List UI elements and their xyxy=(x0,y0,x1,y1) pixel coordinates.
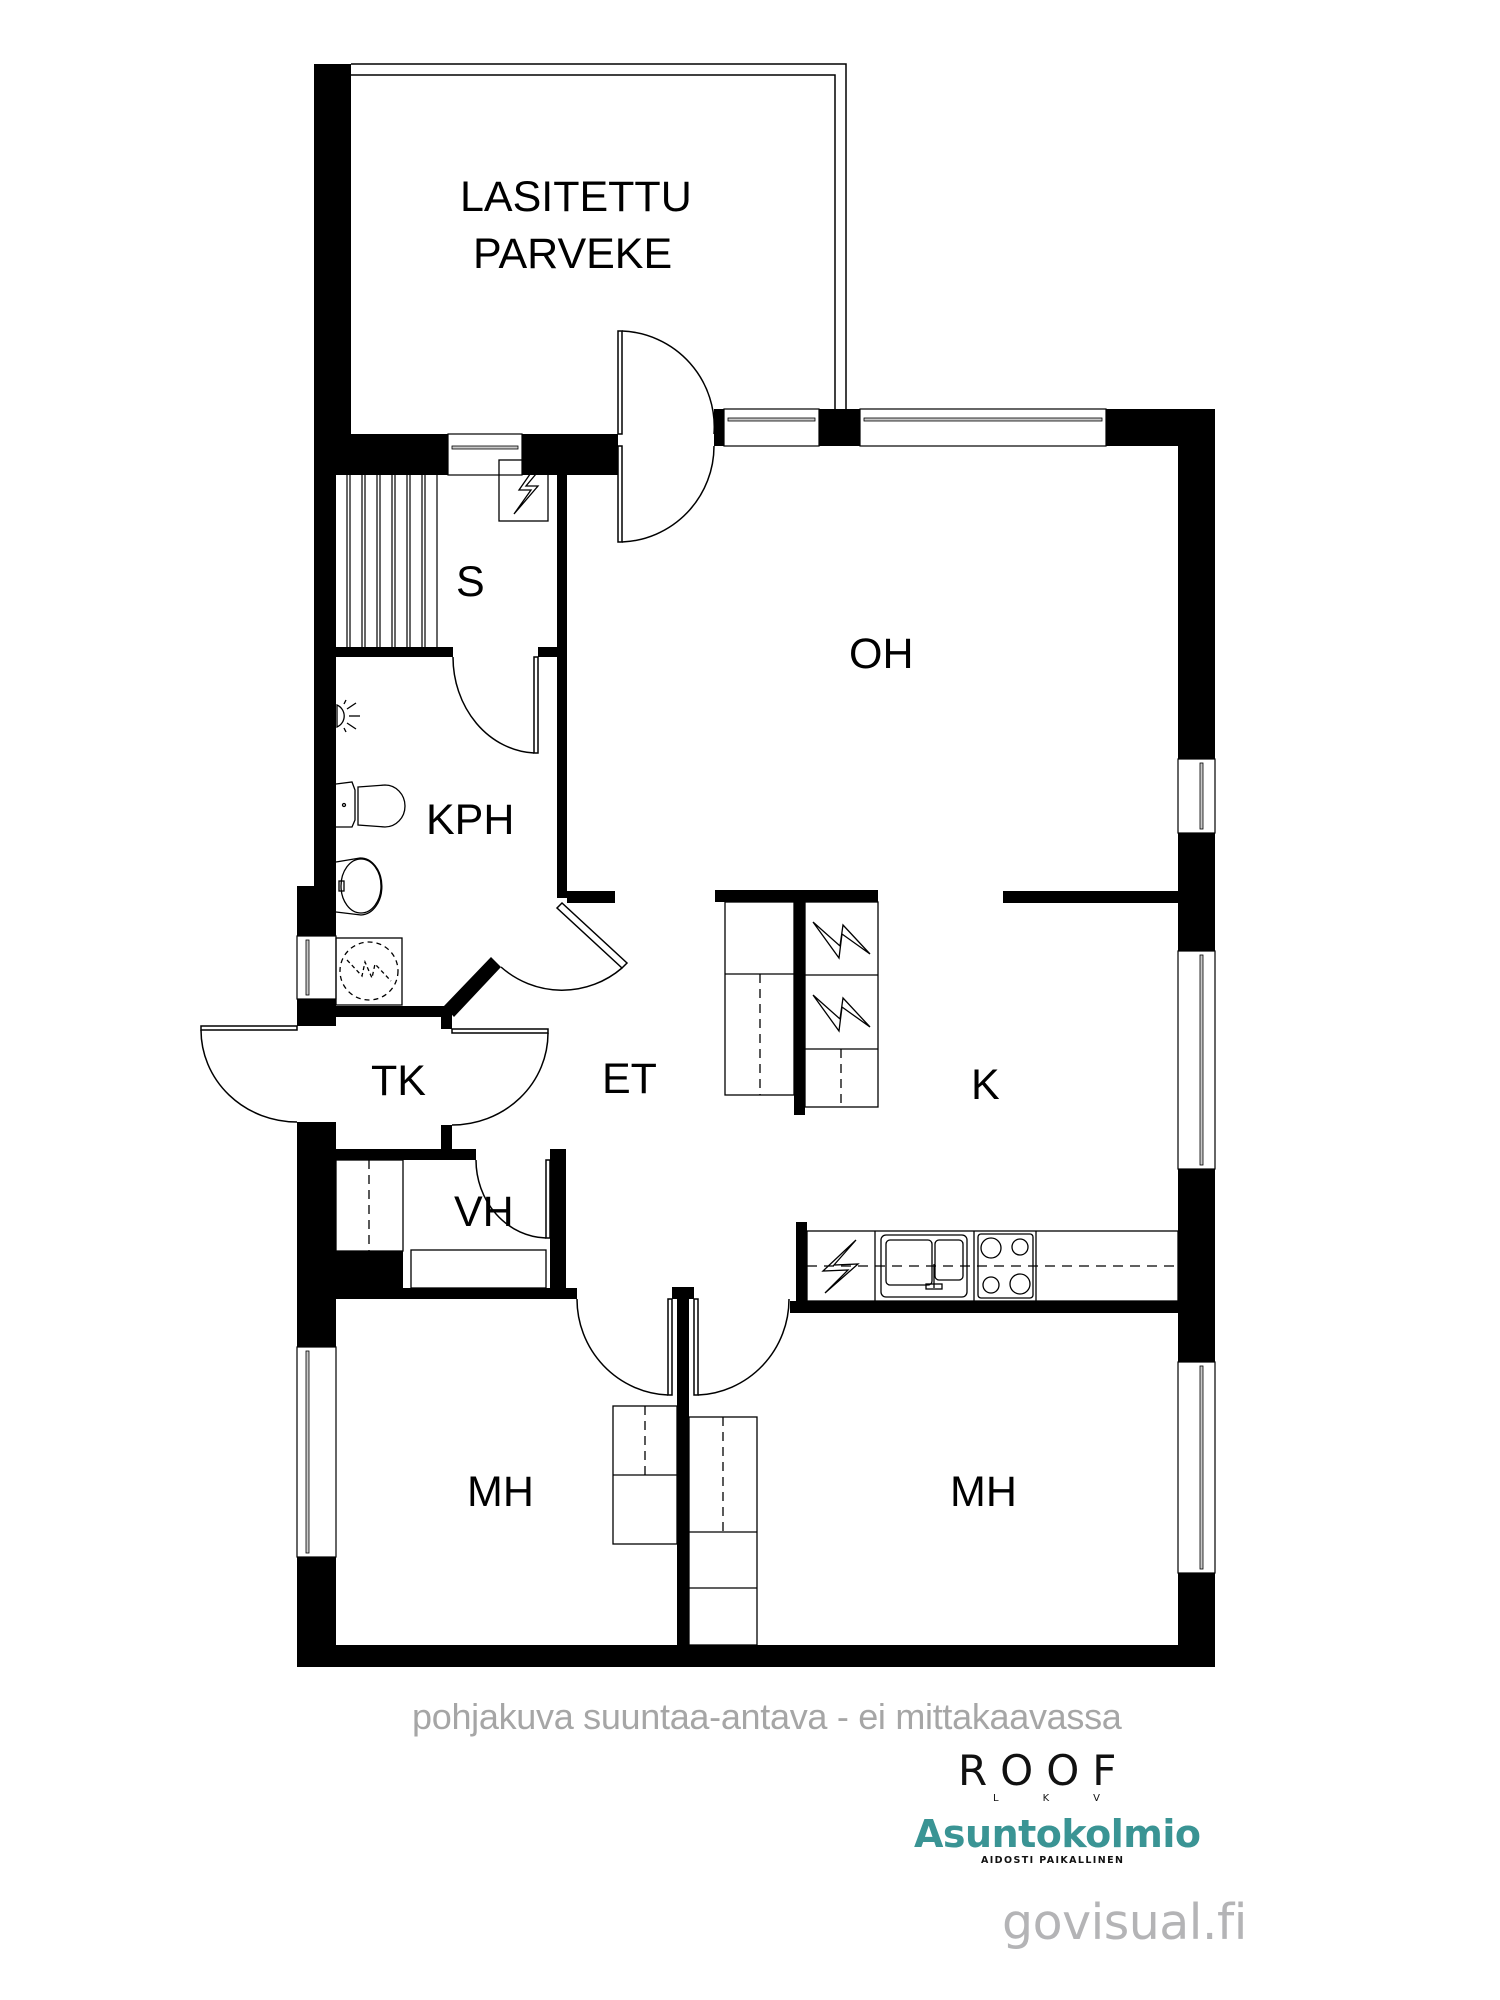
bedroom-wardrobes xyxy=(612,1405,758,1646)
oven-icon xyxy=(812,921,871,960)
kitchen-counter xyxy=(806,1230,1179,1302)
room-label-bedroom-left: MH xyxy=(467,1468,534,1516)
room-label-balcony-line2: PARVEKE xyxy=(473,230,673,278)
credit-govisual: govisual.fi xyxy=(1002,1894,1247,1951)
sink-icon xyxy=(335,857,383,916)
room-label-living-room: OH xyxy=(849,630,914,678)
room-label-closet: VH xyxy=(454,1188,514,1236)
doors xyxy=(200,330,790,1396)
oven-icon-2 xyxy=(812,994,871,1033)
stove-icon xyxy=(977,1233,1034,1299)
sauna-heater-icon xyxy=(498,459,549,522)
asuntokolmio-tagline: AIDOSTI PAIKALLINEN xyxy=(981,1855,1125,1866)
windows xyxy=(296,408,1216,1574)
room-label-bedroom-right: MH xyxy=(950,1468,1017,1516)
window-glass xyxy=(305,417,1204,1570)
roof-logo-subtitle: LKV xyxy=(993,1793,1144,1804)
room-label-bathroom: KPH xyxy=(426,796,515,844)
asuntokolmio-logo: Asuntokolmio xyxy=(914,1812,1201,1856)
roof-logo: ROOF xyxy=(958,1746,1130,1795)
room-label-kitchen: K xyxy=(971,1061,1000,1109)
kitchen-island xyxy=(724,901,879,1108)
room-label-hallway: ET xyxy=(602,1055,657,1103)
room-label-balcony-line1: LASITETTU xyxy=(460,173,692,221)
room-label-wind-porch: TK xyxy=(371,1057,426,1105)
closet-vh xyxy=(335,1159,547,1289)
walls xyxy=(297,64,1215,1667)
shower-icon xyxy=(336,699,360,733)
washing-machine-icon xyxy=(335,937,403,1006)
disclaimer-caption: pohjakuva suuntaa-antava - ei mittakaava… xyxy=(412,1696,1122,1737)
electric-icon xyxy=(821,1239,860,1294)
room-label-sauna: S xyxy=(456,558,485,606)
bathroom-fixtures xyxy=(335,699,406,1006)
balcony-railing xyxy=(351,63,847,434)
sink-icon xyxy=(880,1234,968,1298)
sauna-benches xyxy=(346,475,438,647)
toilet-icon xyxy=(335,781,406,828)
